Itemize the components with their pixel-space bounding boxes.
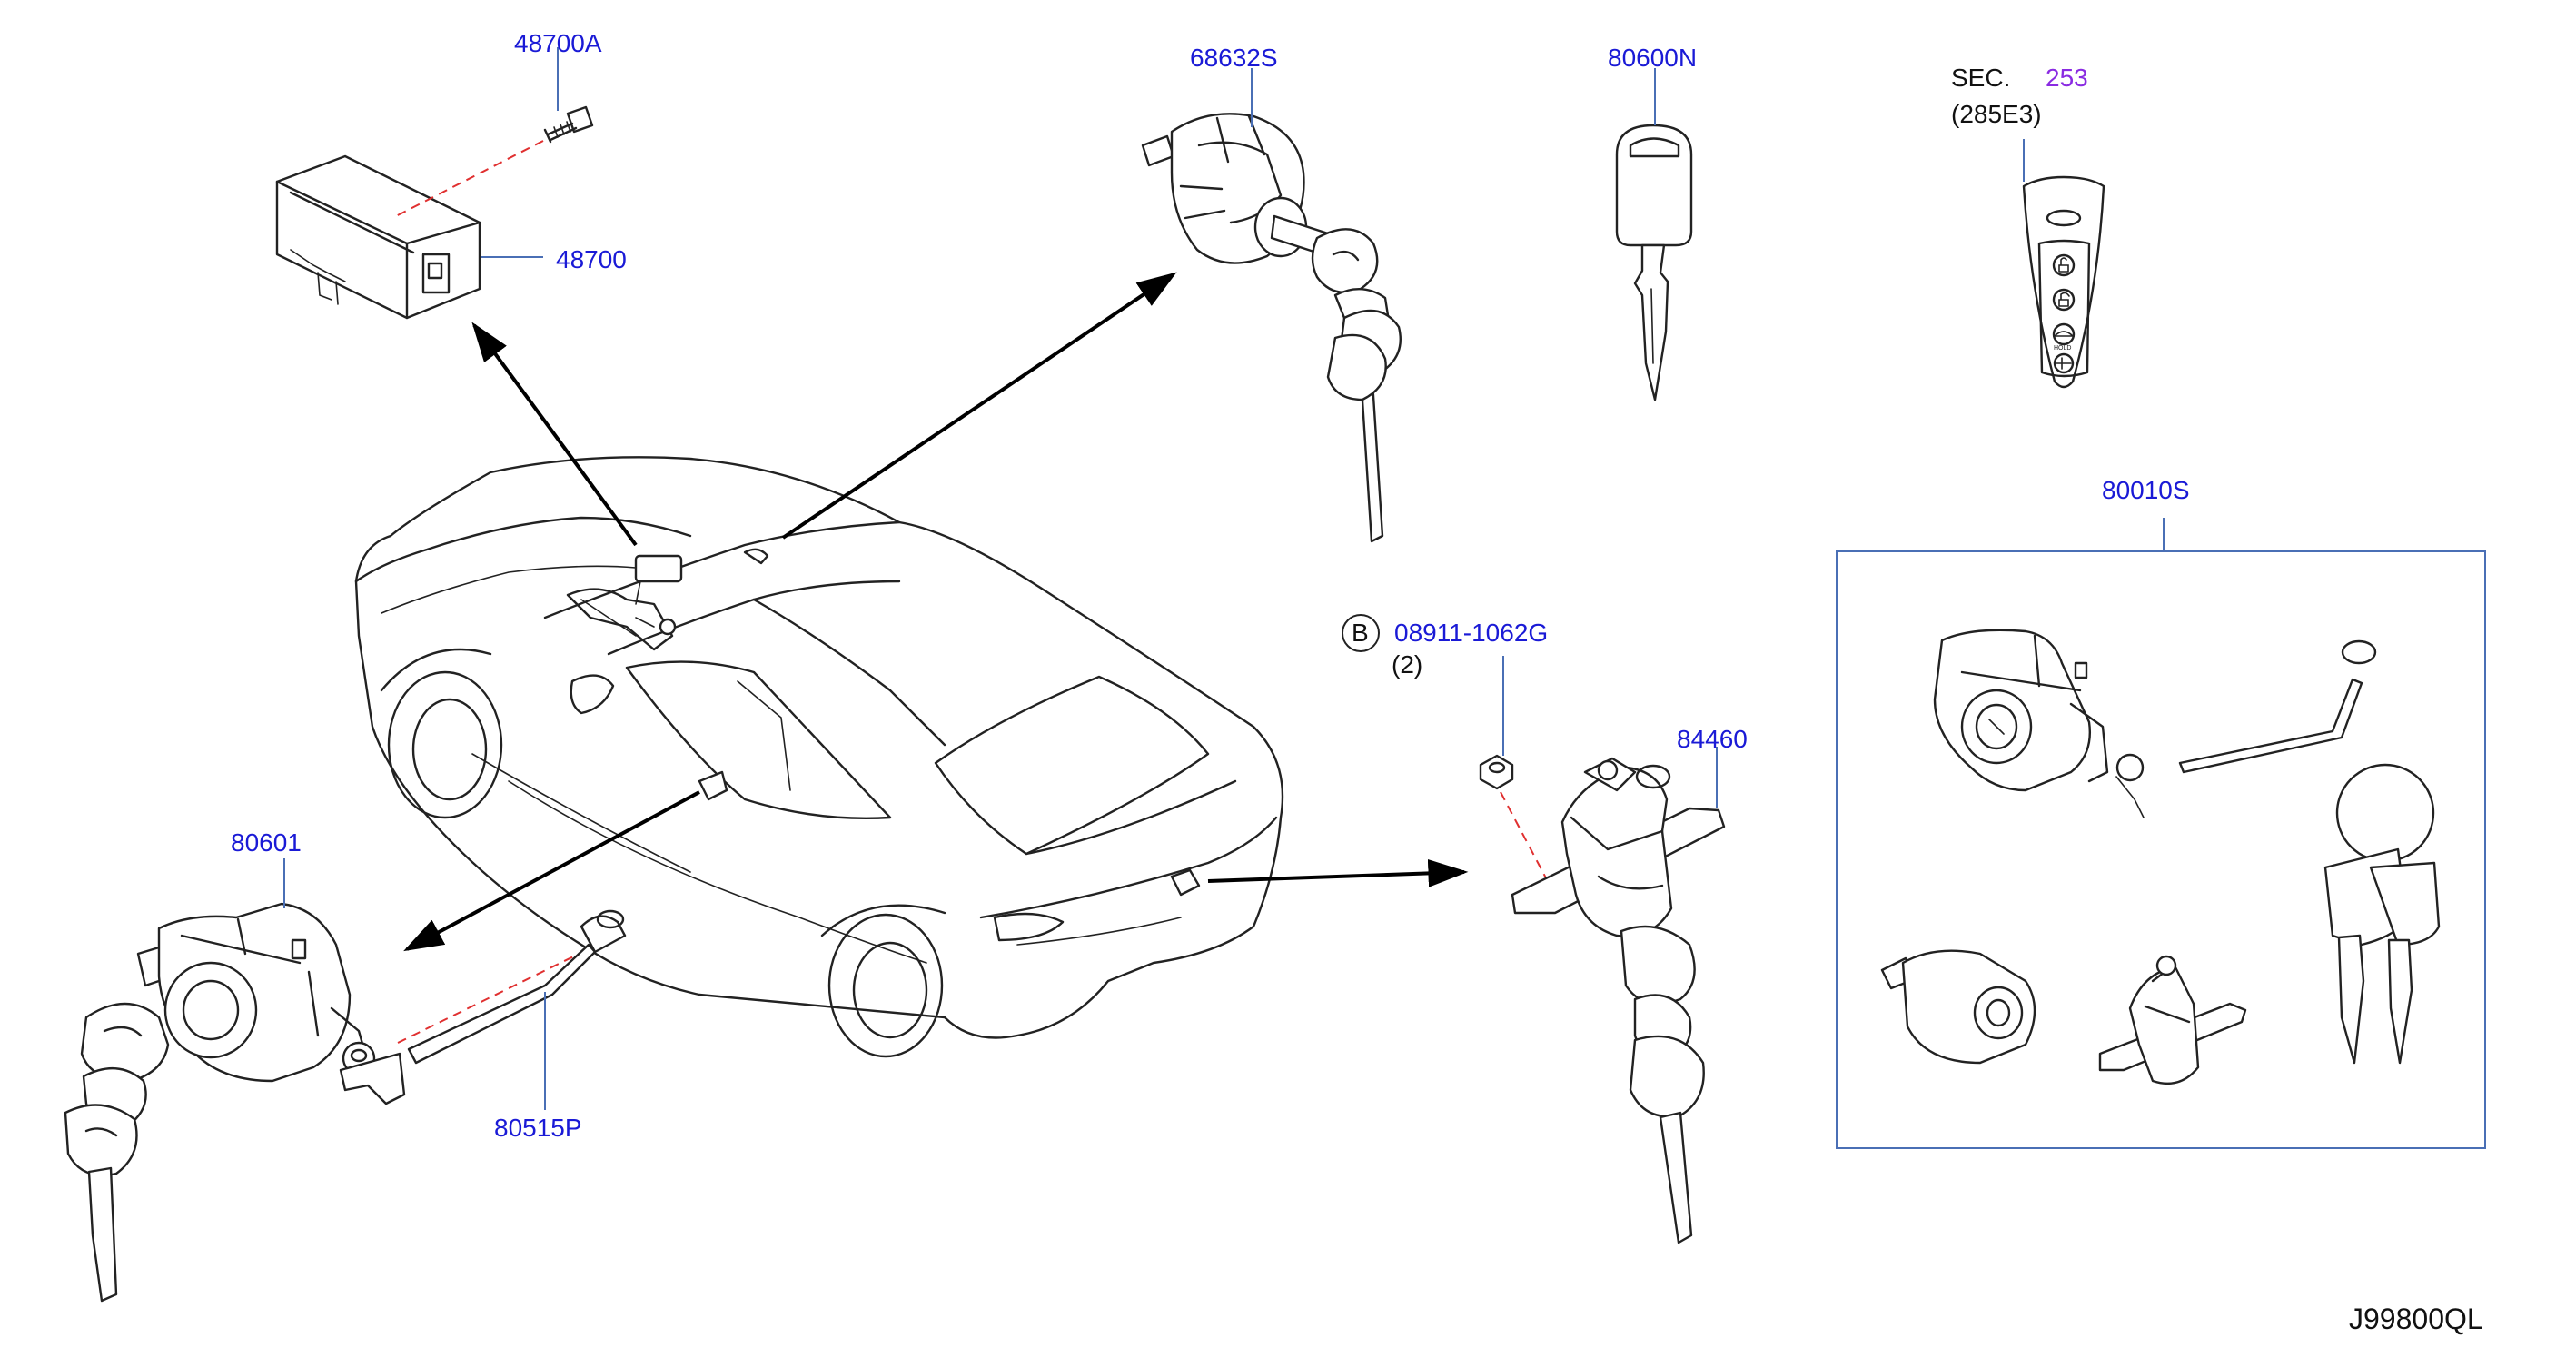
key-icon bbox=[64, 1002, 170, 1303]
part-label-80601: 80601 bbox=[231, 828, 302, 857]
steering-lock-cluster-icon bbox=[566, 554, 683, 651]
part-label-80010s: 80010S bbox=[2102, 476, 2190, 504]
part-label-08911-1062g: 08911-1062G bbox=[1394, 619, 1549, 647]
lock-grommet-icon bbox=[339, 1041, 406, 1105]
trunk-lock-icon bbox=[1511, 757, 1726, 937]
pointer-arrows bbox=[403, 272, 1469, 952]
nut-icon bbox=[1479, 754, 1514, 790]
bolt-marker-letter: B bbox=[1352, 619, 1369, 647]
key-icon bbox=[1615, 124, 1693, 401]
section-prefix-label: SEC. bbox=[1951, 64, 2011, 92]
part-label-80600n: 80600N bbox=[1608, 44, 1698, 72]
kit-door-cylinder-icon bbox=[1880, 949, 2036, 1065]
part-label-48700a: 48700A bbox=[514, 29, 602, 57]
kit-ignition-lock-icon bbox=[1933, 629, 2145, 818]
part-label-84460: 84460 bbox=[1677, 725, 1748, 753]
section-number-link[interactable]: 253 bbox=[2046, 64, 2088, 92]
kit-frame bbox=[1836, 550, 2486, 1149]
kit-lock-rod-icon bbox=[2178, 639, 2377, 774]
lock-cylinder-icon bbox=[1141, 113, 1333, 264]
bolt-marker-circle bbox=[1342, 614, 1380, 652]
kit-key-icon bbox=[2323, 763, 2441, 1065]
ecu-module-icon bbox=[275, 154, 481, 320]
section-ref-label: (285E3) bbox=[1951, 100, 2042, 128]
lock-rod-icon bbox=[407, 909, 627, 1065]
part-label-68632s: 68632S bbox=[1190, 44, 1278, 72]
car-body-icon bbox=[354, 456, 1284, 1058]
part-label-80515p: 80515P bbox=[494, 1114, 582, 1142]
key-icon bbox=[1620, 925, 1705, 1244]
smart-key-fob-icon bbox=[2022, 175, 2105, 389]
door-lock-icon bbox=[136, 902, 370, 1083]
quantity-label: (2) bbox=[1392, 650, 1423, 679]
key-icon-2 bbox=[1326, 333, 1387, 401]
diagram-id-label: J99800QL bbox=[2349, 1303, 2483, 1335]
part-label-48700: 48700 bbox=[556, 245, 627, 273]
fob-hold-text: HOLD bbox=[2054, 345, 2071, 352]
kit-trunk-lock-icon bbox=[2098, 955, 2247, 1085]
screw-icon bbox=[543, 105, 594, 144]
